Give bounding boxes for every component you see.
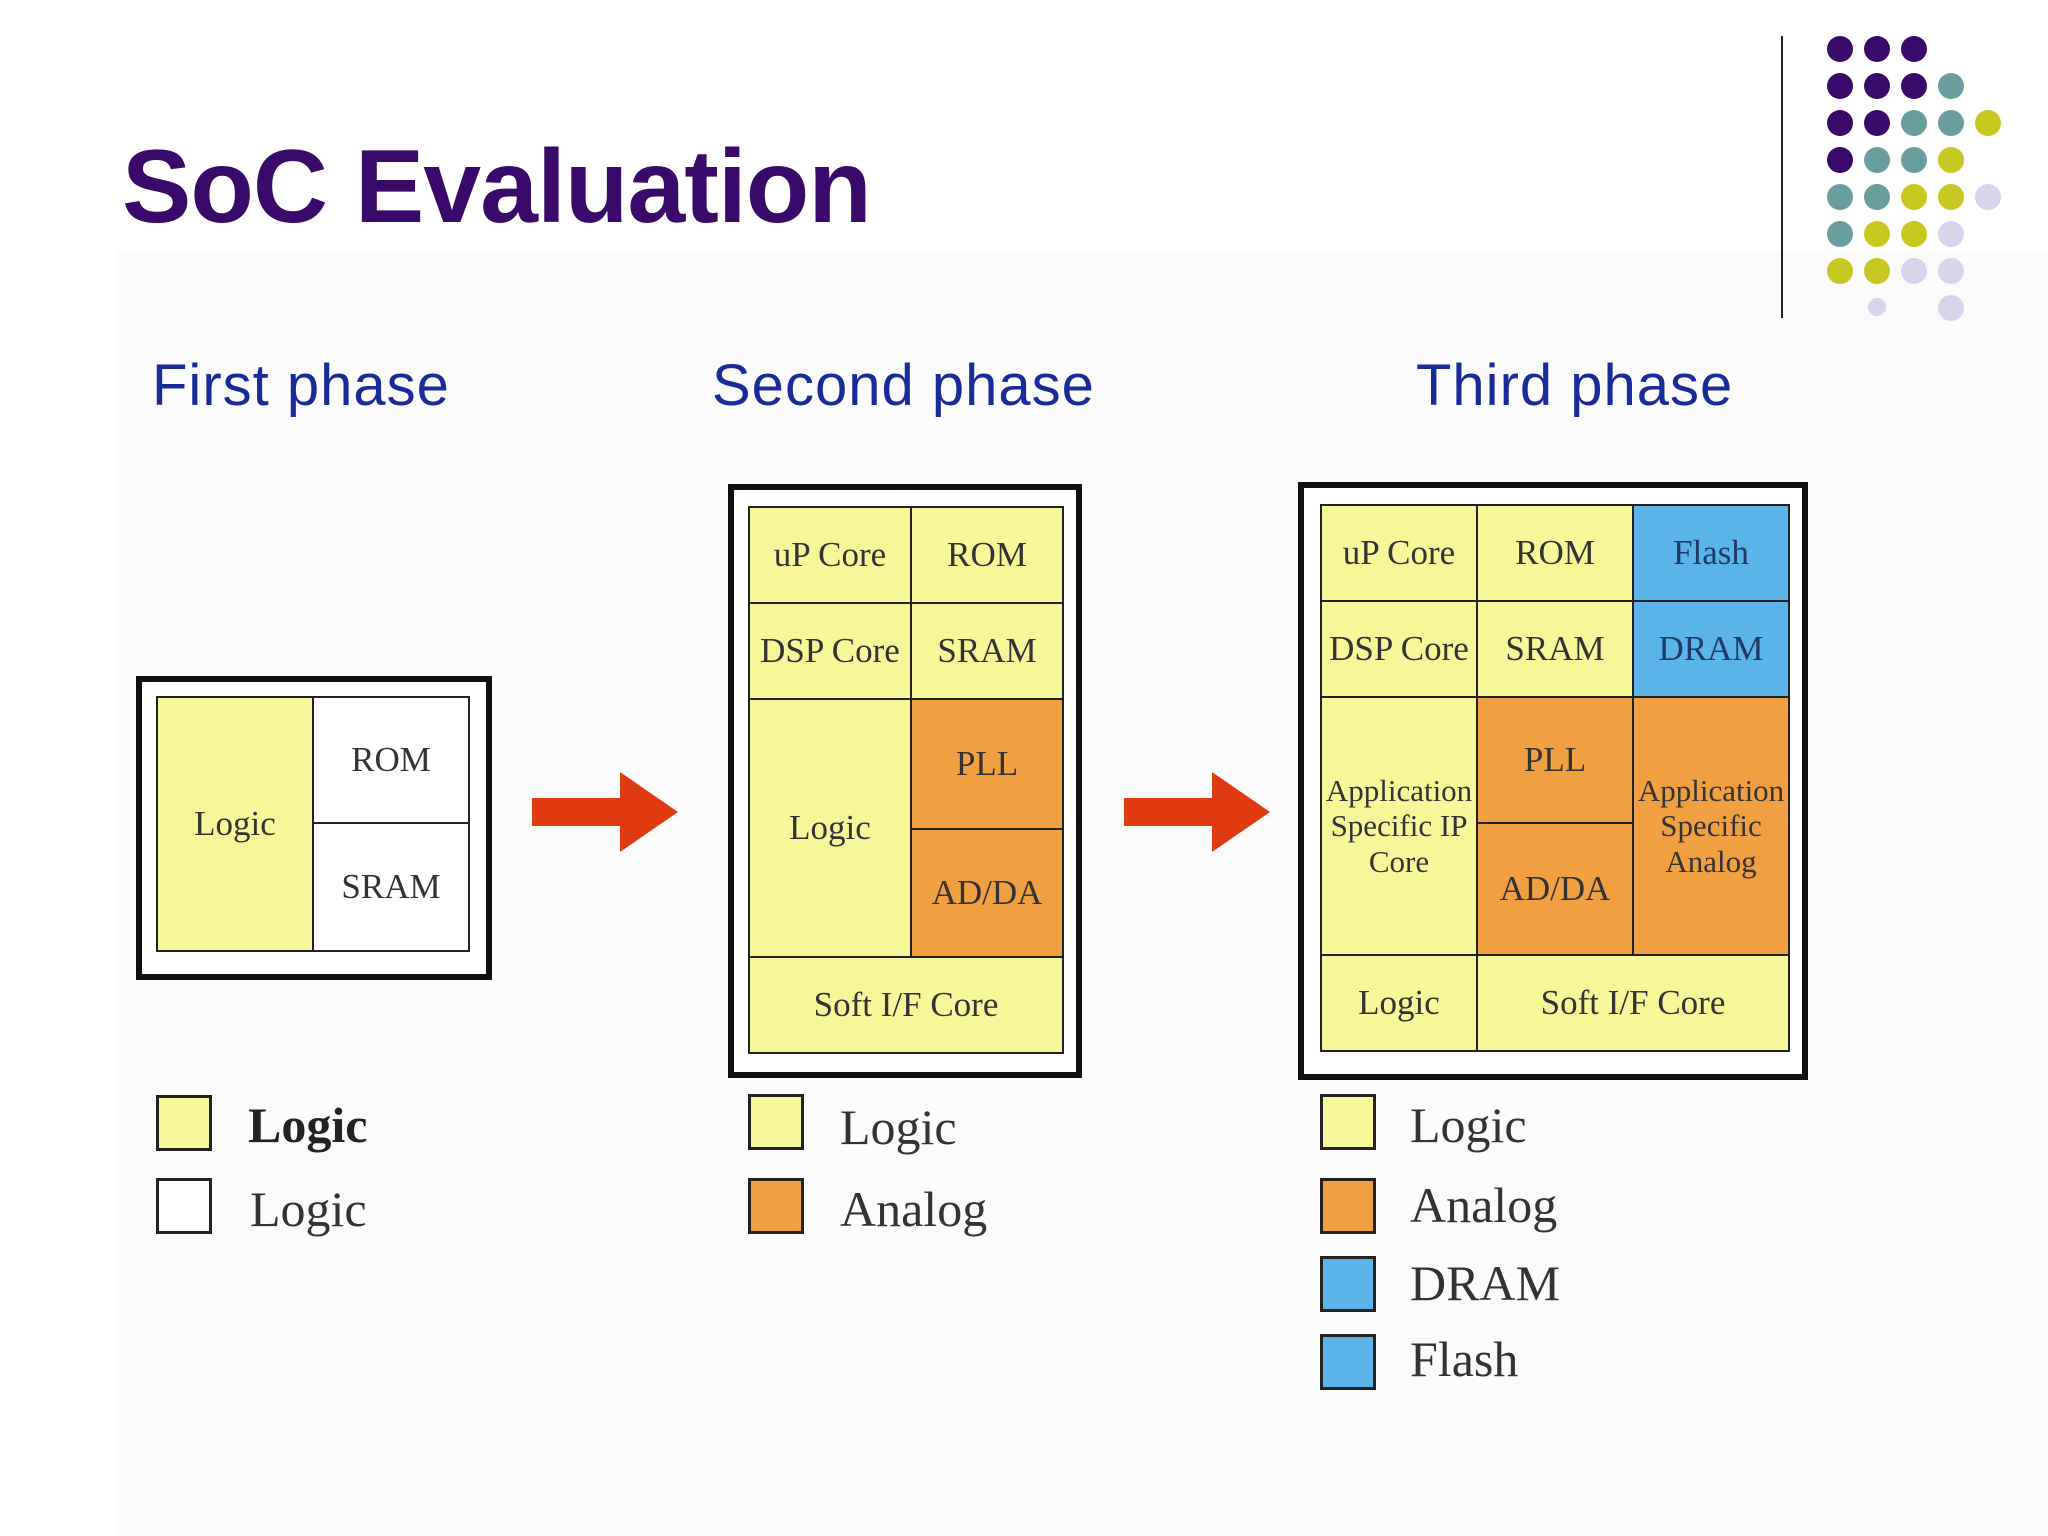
dot [1827,73,1853,99]
dot [1938,258,1964,284]
up-core-block: uP Core [1320,504,1478,602]
soft-if-core-block: Soft I/F Core [1476,954,1790,1052]
application-specific-analog-block: Application Specific Analog [1632,696,1790,956]
dot [1827,184,1853,210]
legend-label: Logic [840,1099,957,1155]
dram-block: DRAM [1632,600,1790,698]
logic-block: Logic [156,696,314,952]
application-specific-ip-core-block: Application Specific IP Core [1320,696,1478,956]
dot [1938,184,1964,210]
sram-block: SRAM [1476,600,1634,698]
logic-block: Logic [748,698,912,958]
legend-swatch-flash [1320,1334,1376,1390]
dot [1938,295,1964,321]
dsp-core-block: DSP Core [748,602,912,700]
rom-block: ROM [910,506,1064,604]
third-phase-chip: uP Core ROM Flash DSP Core SRAM DRAM App… [1298,482,1808,1080]
legend-label: Analog [840,1181,988,1237]
dot [1901,221,1927,247]
pll-block: PLL [1476,696,1634,824]
right-arrow-icon [1124,772,1270,852]
sram-block: SRAM [910,602,1064,700]
rom-block: ROM [1476,504,1634,602]
dot [1827,147,1853,173]
dot [1975,110,2001,136]
dot [1901,184,1927,210]
dot [1864,221,1890,247]
first-phase-heading: First phase [152,353,450,418]
dot [1901,73,1927,99]
dot [1938,73,1964,99]
dot [1975,184,2001,210]
dot [1864,73,1890,99]
dot [1938,221,1964,247]
flash-block: Flash [1632,504,1790,602]
title-divider [1781,36,1783,318]
legend-label: Logic [1410,1097,1527,1153]
legend-swatch-logic [156,1095,212,1151]
rom-block: ROM [312,696,470,824]
dot [1864,184,1890,210]
sram-block: SRAM [312,822,470,952]
dot [1827,36,1853,62]
logic-block: Logic [1320,954,1478,1052]
dot [1901,258,1927,284]
legend-swatch-analog [1320,1178,1376,1234]
legend-label: Logic [250,1181,367,1237]
legend-label: Flash [1410,1331,1519,1387]
pll-block: PLL [910,698,1064,830]
legend-swatch-dram [1320,1256,1376,1312]
right-arrow-icon [532,772,678,852]
slide-title: SoC Evaluation [122,129,872,245]
second-phase-heading: Second phase [712,353,1095,418]
legend-label: Logic [248,1097,368,1153]
legend-swatch-logic [748,1094,804,1150]
legend-swatch-logic [1320,1094,1376,1150]
dot [1938,110,1964,136]
legend-label: DRAM [1410,1255,1561,1311]
dot [1938,147,1964,173]
up-core-block: uP Core [748,506,912,604]
legend-swatch-white [156,1178,212,1234]
dot [1901,36,1927,62]
dot [1827,221,1853,247]
soft-if-core-block: Soft I/F Core [748,956,1064,1054]
adda-block: AD/DA [1476,822,1634,956]
second-phase-chip: uP Core ROM DSP Core SRAM Logic PLL AD/D… [728,484,1082,1078]
dot [1864,147,1890,173]
legend-swatch-analog [748,1178,804,1234]
dot [1827,258,1853,284]
adda-block: AD/DA [910,828,1064,958]
dot [1868,298,1886,316]
dsp-core-block: DSP Core [1320,600,1478,698]
first-phase-chip: Logic ROM SRAM [136,676,492,980]
dot [1864,110,1890,136]
legend-label: Analog [1410,1177,1558,1233]
dot [1864,258,1890,284]
third-phase-heading: Third phase [1416,353,1734,418]
dot [1864,36,1890,62]
dot [1901,110,1927,136]
dot [1901,147,1927,173]
dot [1827,110,1853,136]
